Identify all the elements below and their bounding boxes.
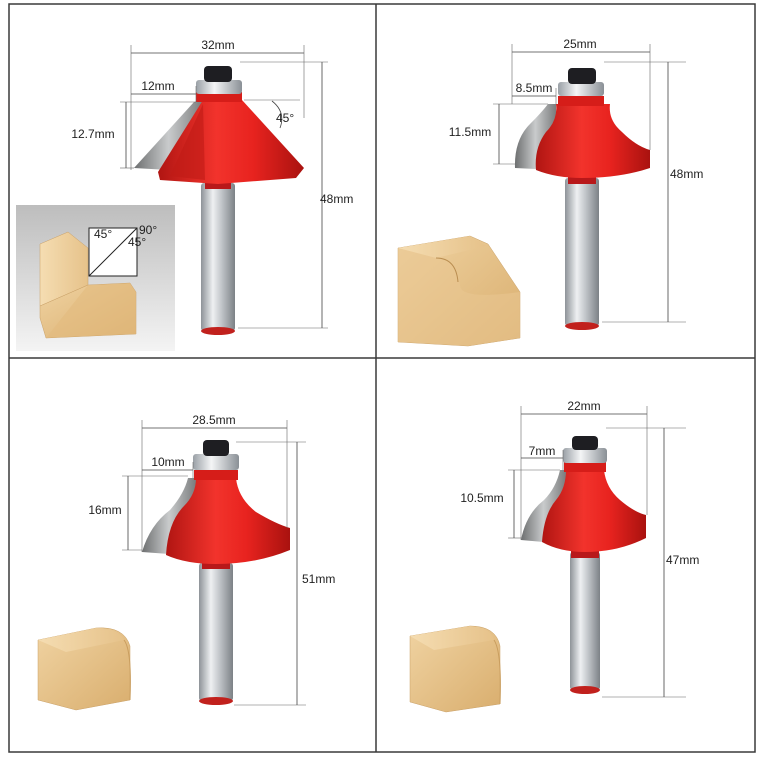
dim-length: 48mm: [320, 192, 353, 206]
panel-ogee-bit: 25mm 8.5mm 11.5mm 48mm: [397, 37, 703, 347]
bit-shank: [565, 178, 599, 326]
bit-shank: [199, 563, 233, 701]
roundover-router-bit-large: [142, 440, 290, 705]
panel-roundover-bit-small: 22mm 7mm 10.5mm 47mm: [409, 399, 699, 713]
dim-cut-width: 10mm: [151, 455, 184, 469]
bit-bearing: [193, 454, 239, 470]
bit-shank: [570, 552, 600, 690]
bit-shank: [201, 183, 235, 331]
dim-width: 22mm: [567, 399, 600, 413]
dim-width: 28.5mm: [192, 413, 235, 427]
wood-sample-roundover-small: [409, 625, 501, 713]
dim-cut-width: 7mm: [529, 444, 556, 458]
bit-screw: [204, 66, 232, 82]
dim-length: 47mm: [666, 553, 699, 567]
chamfer-router-bit: [134, 66, 304, 335]
wood-sample-ogee: [397, 235, 521, 347]
dim-length: 51mm: [302, 572, 335, 586]
inset-angle-top: 45°: [94, 227, 112, 241]
dim-cut-width: 12mm: [141, 79, 174, 93]
wood-sample-roundover-large: [37, 627, 131, 711]
bit-screw: [568, 68, 596, 84]
dim-angle: 45°: [276, 111, 294, 125]
panel-chamfer-bit: 45° 90° 45° 32mm 12mm 12.7mm 45°: [16, 38, 353, 351]
bit-screw: [203, 440, 229, 456]
panel-roundover-bit-large: 28.5mm 10mm 16mm 51mm: [37, 413, 335, 711]
dim-cut-height: 16mm: [88, 503, 121, 517]
inset-angle-right: 90°: [139, 223, 157, 237]
inset-chamfer-joint-image: 45° 90° 45°: [16, 205, 175, 351]
roundover-router-bit-small: [521, 436, 646, 694]
bit-bearing: [563, 448, 607, 463]
dim-cut-width: 8.5mm: [516, 81, 553, 95]
bit-screw: [572, 436, 598, 450]
dim-length: 48mm: [670, 167, 703, 181]
dim-cut-height: 11.5mm: [449, 125, 491, 139]
dim-cut-height: 12.7mm: [71, 127, 114, 141]
ogee-router-bit: [514, 68, 650, 330]
inset-angle-bottom: 45°: [128, 235, 146, 249]
outer-frame: [8, 3, 756, 753]
dim-width: 32mm: [201, 38, 234, 52]
bit-bearing: [196, 80, 242, 94]
dim-width: 25mm: [563, 37, 596, 51]
bit-bearing: [558, 82, 604, 96]
dim-cut-height: 10.5mm: [460, 491, 503, 505]
